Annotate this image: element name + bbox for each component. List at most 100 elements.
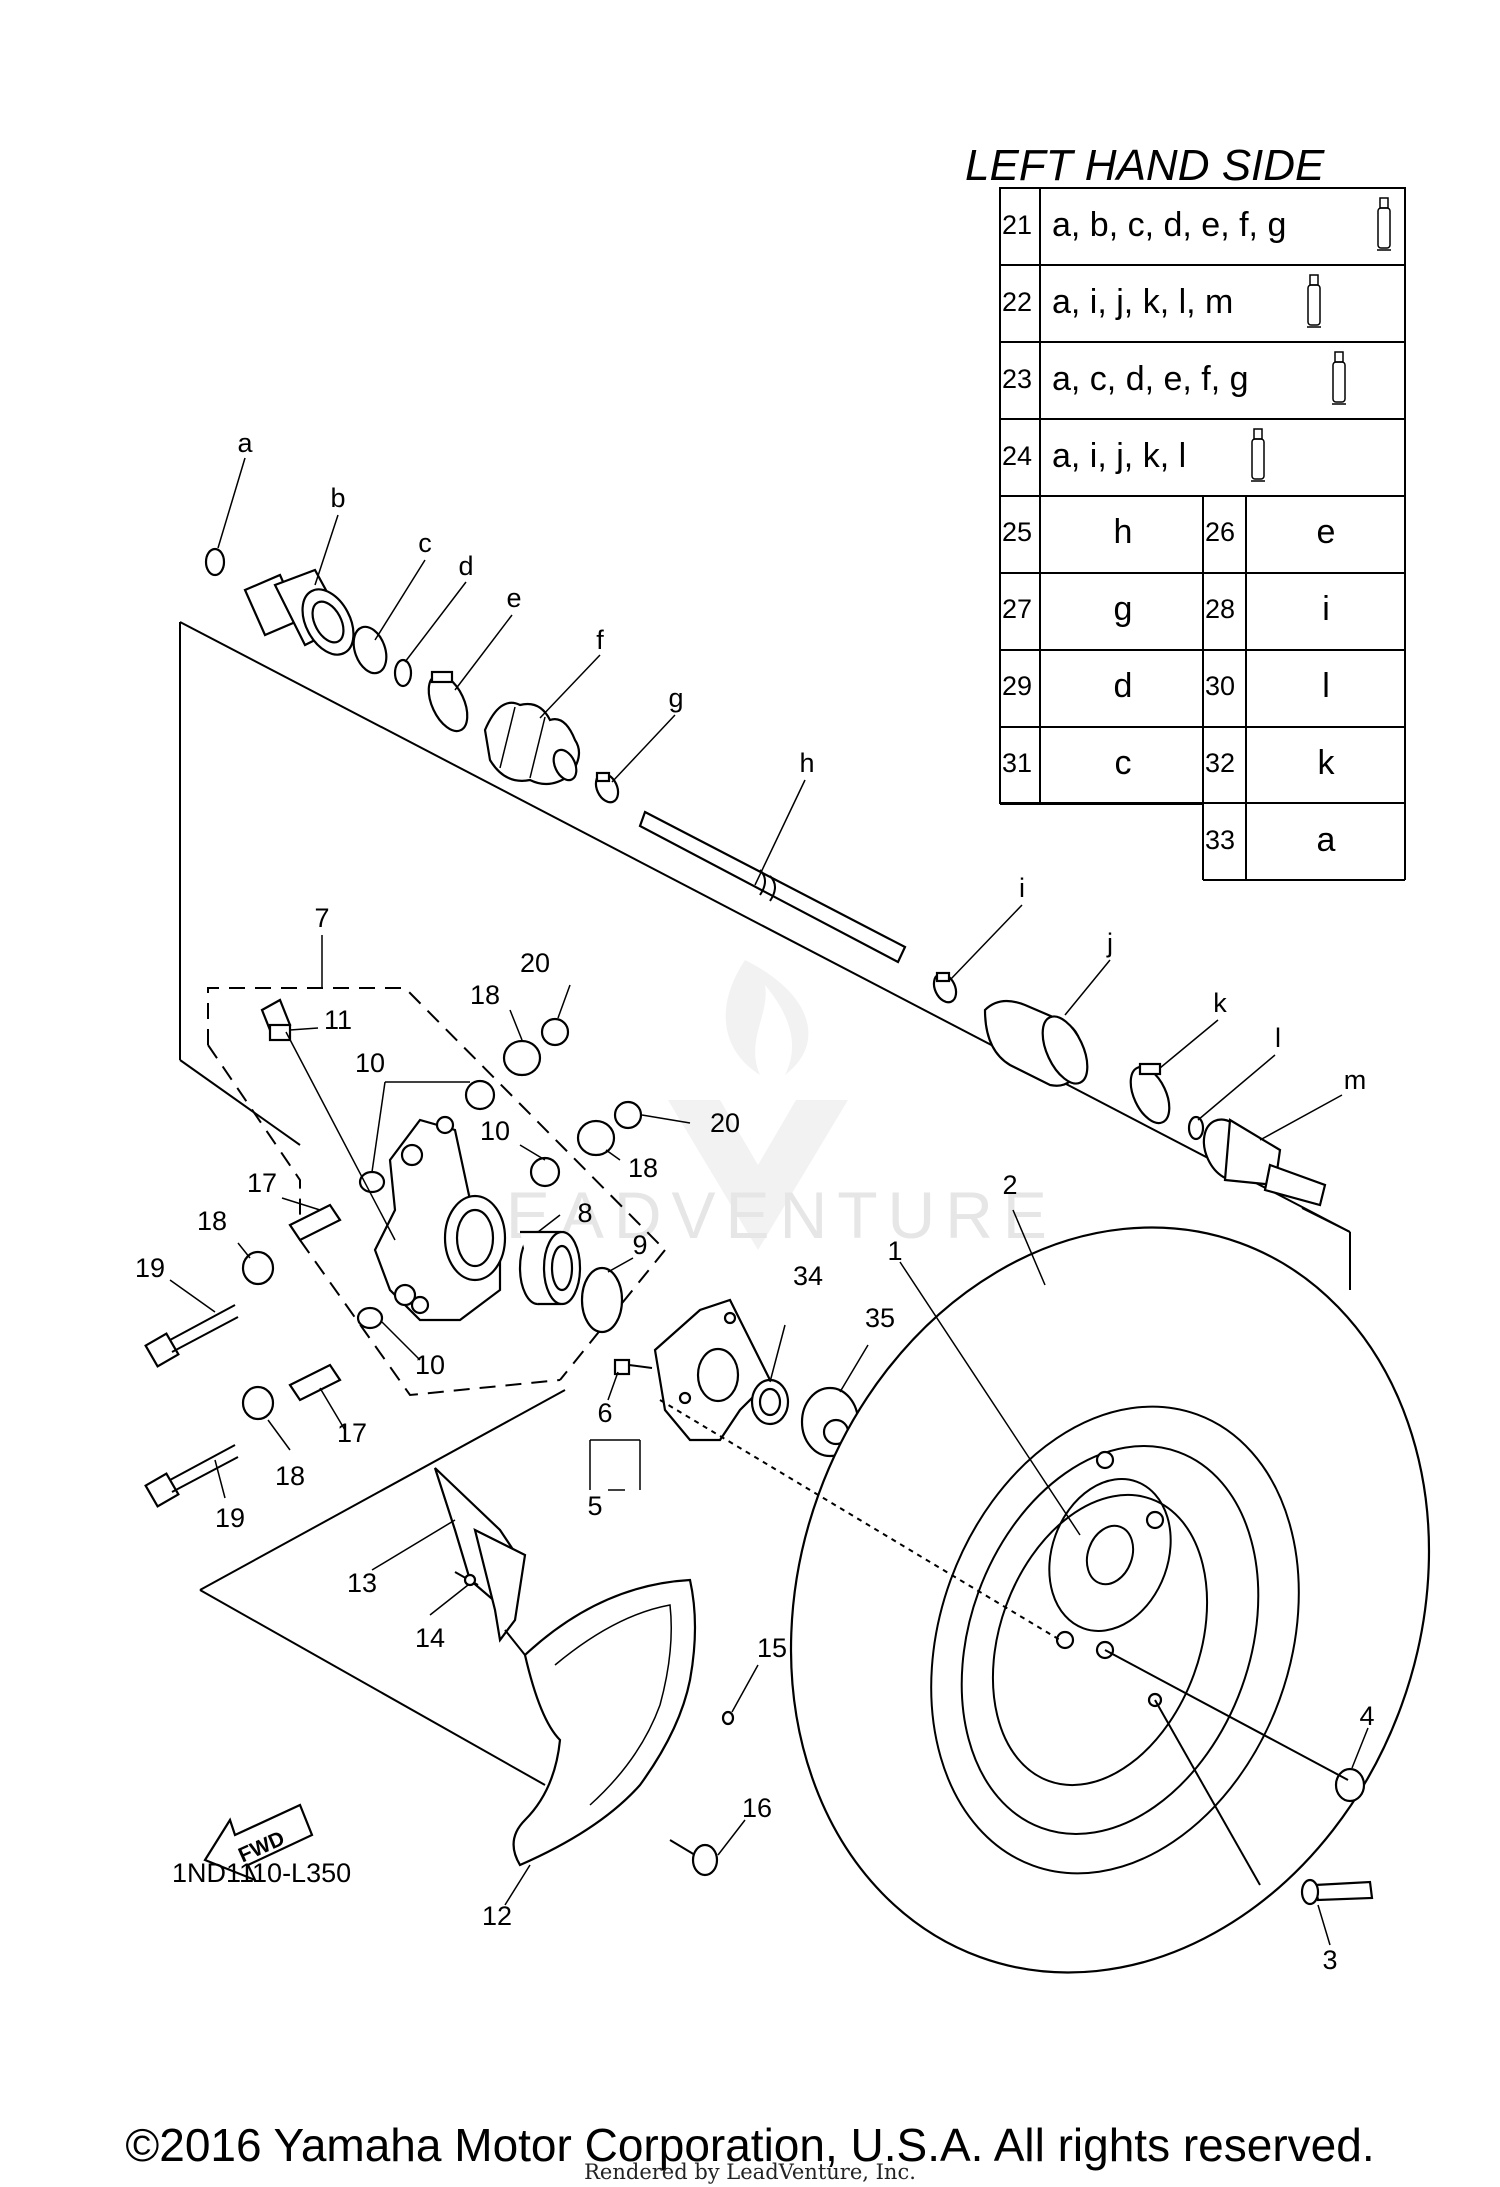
callout-13: 13 <box>347 1568 377 1598</box>
table-row-28-part: i <box>1322 590 1330 628</box>
callout-5: 5 <box>587 1491 602 1521</box>
part-13-guard <box>433 1467 527 1656</box>
part-18-bushing <box>241 1385 275 1421</box>
table-row-22-num: 22 <box>1002 287 1032 317</box>
part-10-bushing <box>356 1306 384 1330</box>
rendered-by-notice: Rendered by LeadVenture, Inc. <box>584 2160 916 2184</box>
driveshaft-parts <box>204 547 1327 1207</box>
callout-18-b: 18 <box>275 1461 305 1491</box>
table-row-31-part: c <box>1115 744 1132 782</box>
table-row-24-num: 24 <box>1002 441 1032 471</box>
part-c-o-ring <box>352 625 388 675</box>
callout-h: h <box>799 748 814 778</box>
callout-a: a <box>237 428 253 458</box>
part-18-bushing <box>576 1119 616 1157</box>
driveshaft-assembly-outline <box>179 621 1351 1290</box>
callout-e: e <box>506 583 521 613</box>
part-j-boot <box>983 999 1089 1087</box>
callout-17-a: 17 <box>247 1168 277 1198</box>
callout-g: g <box>668 683 683 713</box>
table-row-30-num: 30 <box>1205 671 1235 701</box>
part-d-circlip <box>393 658 413 688</box>
grease-tube-icon <box>1332 351 1346 405</box>
table-row-25-num: 25 <box>1002 517 1032 547</box>
callout-d: d <box>458 551 473 581</box>
callout-15: 15 <box>757 1633 787 1663</box>
disc-assembly-outline <box>199 1389 566 1786</box>
callout-16: 16 <box>742 1793 772 1823</box>
part-5-hub <box>653 1298 772 1442</box>
part-f-boot <box>483 701 581 786</box>
part-15-washer <box>721 1710 735 1726</box>
table-row-21-num: 21 <box>1002 210 1032 240</box>
callout-4: 4 <box>1359 1701 1374 1731</box>
callout-18-d: 18 <box>628 1153 658 1183</box>
callout-1: 1 <box>887 1236 902 1266</box>
callout-18-a: 18 <box>197 1206 227 1236</box>
grease-tube-icon <box>1251 428 1265 482</box>
table-row-26-num: 26 <box>1205 517 1235 547</box>
callout-35: 35 <box>865 1303 895 1333</box>
table-row-23-parts: a, c, d, e, f, g <box>1052 360 1249 398</box>
callout-8: 8 <box>577 1198 592 1228</box>
callout-b: b <box>330 483 345 513</box>
part-k-band <box>1129 1062 1171 1125</box>
part-7-knuckle <box>373 1115 507 1322</box>
part-10-bushing <box>358 1170 386 1194</box>
callout-18-c: 18 <box>470 980 500 1010</box>
table-row-28-num: 28 <box>1205 594 1235 624</box>
part-34-axle-nut <box>750 1378 790 1426</box>
callout-m: m <box>1344 1065 1367 1095</box>
part-l-circlip <box>1187 1115 1205 1141</box>
callout-17-b: 17 <box>337 1418 367 1448</box>
callout-10-b: 10 <box>480 1116 510 1146</box>
table-row-23-num: 23 <box>1002 364 1032 394</box>
part-18-bushing <box>241 1250 275 1286</box>
part-e-band <box>427 670 469 733</box>
grease-tube-icon <box>1377 197 1391 251</box>
callout-labels: a b c d e f g h i j k l m 1 2 3 4 5 6 7 … <box>135 428 1375 1975</box>
callout-11: 11 <box>324 1005 352 1035</box>
part-10-bushing <box>529 1156 561 1188</box>
callout-l: l <box>1275 1023 1281 1053</box>
table-title: LEFT HAND SIDE <box>965 141 1325 190</box>
leadventure-logo-icon <box>668 960 848 1250</box>
part-3-valve <box>1300 1878 1374 1906</box>
part-12-brake-disc <box>512 1578 697 1867</box>
part-20-nut <box>613 1100 643 1130</box>
callout-34: 34 <box>793 1261 823 1291</box>
part-8-bearing <box>518 1230 582 1306</box>
callout-j: j <box>1106 928 1113 958</box>
table-row-22-parts: a, i, j, k, l, m <box>1052 283 1233 321</box>
kit-table: LEFT HAND SIDE 21 a, b, c, d, e, f, g 22… <box>965 141 1406 881</box>
part-18-bushing <box>502 1039 542 1077</box>
callout-6: 6 <box>597 1398 612 1428</box>
callout-20-a: 20 <box>520 948 550 978</box>
part-14-bolt <box>454 1571 479 1587</box>
diagram-code: 1ND1110-L350 <box>172 1858 352 1888</box>
part-10-bushing <box>464 1079 496 1111</box>
table-row-26-part: e <box>1317 513 1336 551</box>
part-17-collar <box>288 1363 342 1402</box>
part-11-grease-nipple <box>260 998 292 1042</box>
table-row-31-num: 31 <box>1002 748 1032 778</box>
callout-12: 12 <box>482 1901 512 1931</box>
table-row-33-num: 33 <box>1205 825 1235 855</box>
callout-10-c: 10 <box>415 1350 445 1380</box>
table-row-21-parts: a, b, c, d, e, f, g <box>1052 206 1286 244</box>
table-row-32-num: 32 <box>1205 748 1235 778</box>
callout-20-b: 20 <box>710 1108 740 1138</box>
callout-9: 9 <box>632 1230 647 1260</box>
callout-3: 3 <box>1322 1945 1337 1975</box>
part-17-collar <box>288 1203 342 1242</box>
table-row-27-part: g <box>1114 590 1133 628</box>
table-row-32-part: k <box>1318 744 1336 782</box>
table-row-30-part: l <box>1322 667 1330 705</box>
grease-tube-icon <box>1307 274 1321 328</box>
callout-19-a: 19 <box>135 1253 165 1283</box>
table-row-24-parts: a, i, j, k, l <box>1052 437 1186 475</box>
table-row-27-num: 27 <box>1002 594 1032 624</box>
part-b-cv-joint-outer <box>243 568 355 656</box>
part-4-lug-nut <box>1334 1767 1366 1803</box>
